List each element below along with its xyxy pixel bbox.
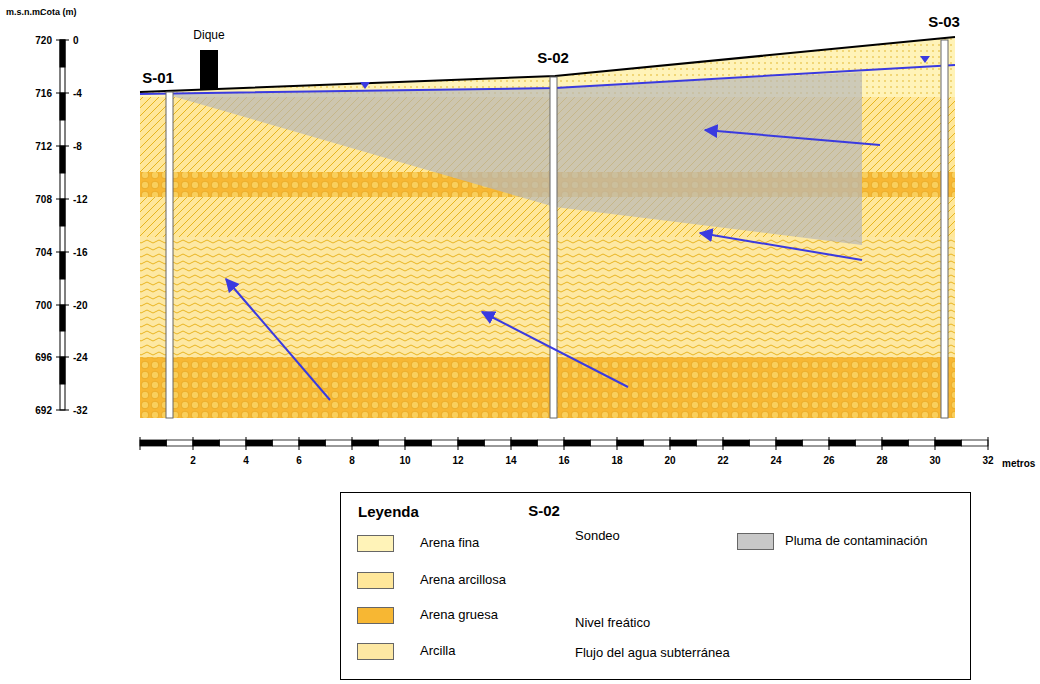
borehole-label: S-02: [537, 50, 569, 67]
depth-value: 0: [73, 35, 79, 46]
distance-value: 4: [243, 455, 249, 466]
elevation-value: 708: [35, 194, 52, 205]
unit-label: metros: [1002, 458, 1035, 469]
distance-value: 10: [399, 455, 410, 466]
legend-text: Nivel freático: [575, 616, 650, 630]
elevation-value: 696: [35, 352, 52, 363]
horizontal-scale: [140, 437, 988, 450]
legend-text: Sondeo: [575, 529, 620, 543]
water-table: [140, 65, 955, 94]
contamination-plume: [165, 72, 862, 245]
elevation-value: 704: [35, 247, 52, 258]
elevation-value: 720: [35, 35, 52, 46]
ground-surface: [140, 37, 955, 92]
distance-value: 18: [611, 455, 622, 466]
distance-value: 20: [664, 455, 675, 466]
elevation-value: 716: [35, 88, 52, 99]
boreholes: [166, 40, 948, 418]
water-table-symbol: [360, 56, 930, 89]
distance-value: 32: [982, 455, 993, 466]
elevation-value: 700: [35, 300, 52, 311]
dike: [200, 50, 218, 90]
elevation-value: 712: [35, 141, 52, 152]
distance-value: 28: [876, 455, 887, 466]
legend-text: Pluma de contaminación: [785, 534, 927, 548]
distance-value: 12: [452, 455, 463, 466]
legend-text: Arena arcillosa: [420, 573, 506, 587]
borehole-label: S-01: [142, 70, 174, 87]
distance-value: 30: [929, 455, 940, 466]
flow-arrows: [226, 130, 880, 400]
legend-title: Leyenda: [341, 493, 970, 520]
distance-value: 24: [770, 455, 781, 466]
distance-value: 26: [823, 455, 834, 466]
depth-value: -12: [73, 194, 87, 205]
elevation-value: 692: [35, 405, 52, 416]
distance-value: 8: [349, 455, 355, 466]
axis-title: Cota (m): [40, 8, 77, 18]
dike-label: Dique: [193, 29, 224, 42]
legend-swatch: [357, 535, 394, 552]
legend-swatch: [357, 572, 394, 589]
legend-swatch: [357, 643, 394, 660]
legend-swatch: [357, 607, 394, 624]
borehole-label: S-03: [928, 14, 960, 31]
distance-value: 16: [558, 455, 569, 466]
depth-value: -8: [73, 141, 82, 152]
vertical-scale: [56, 40, 69, 410]
strata: [140, 37, 955, 418]
legend-text: Arena fina: [420, 536, 479, 550]
legend-text: Flujo del agua subterránea: [575, 646, 730, 660]
depth-value: -16: [73, 247, 87, 258]
legend-text: Arena gruesa: [420, 608, 498, 622]
distance-value: 6: [296, 455, 302, 466]
depth-value: -4: [73, 88, 82, 99]
legend-swatch: [737, 533, 774, 550]
distance-value: 2: [190, 455, 196, 466]
depth-value: -32: [73, 405, 87, 416]
depth-value: -20: [73, 300, 87, 311]
depth-value: -24: [73, 352, 87, 363]
axis-title: m.s.n.m.: [6, 8, 43, 18]
legend-text: Arcilla: [420, 644, 455, 658]
legend-borehole-label: S-02: [528, 503, 560, 520]
distance-value: 22: [717, 455, 728, 466]
distance-value: 14: [505, 455, 516, 466]
